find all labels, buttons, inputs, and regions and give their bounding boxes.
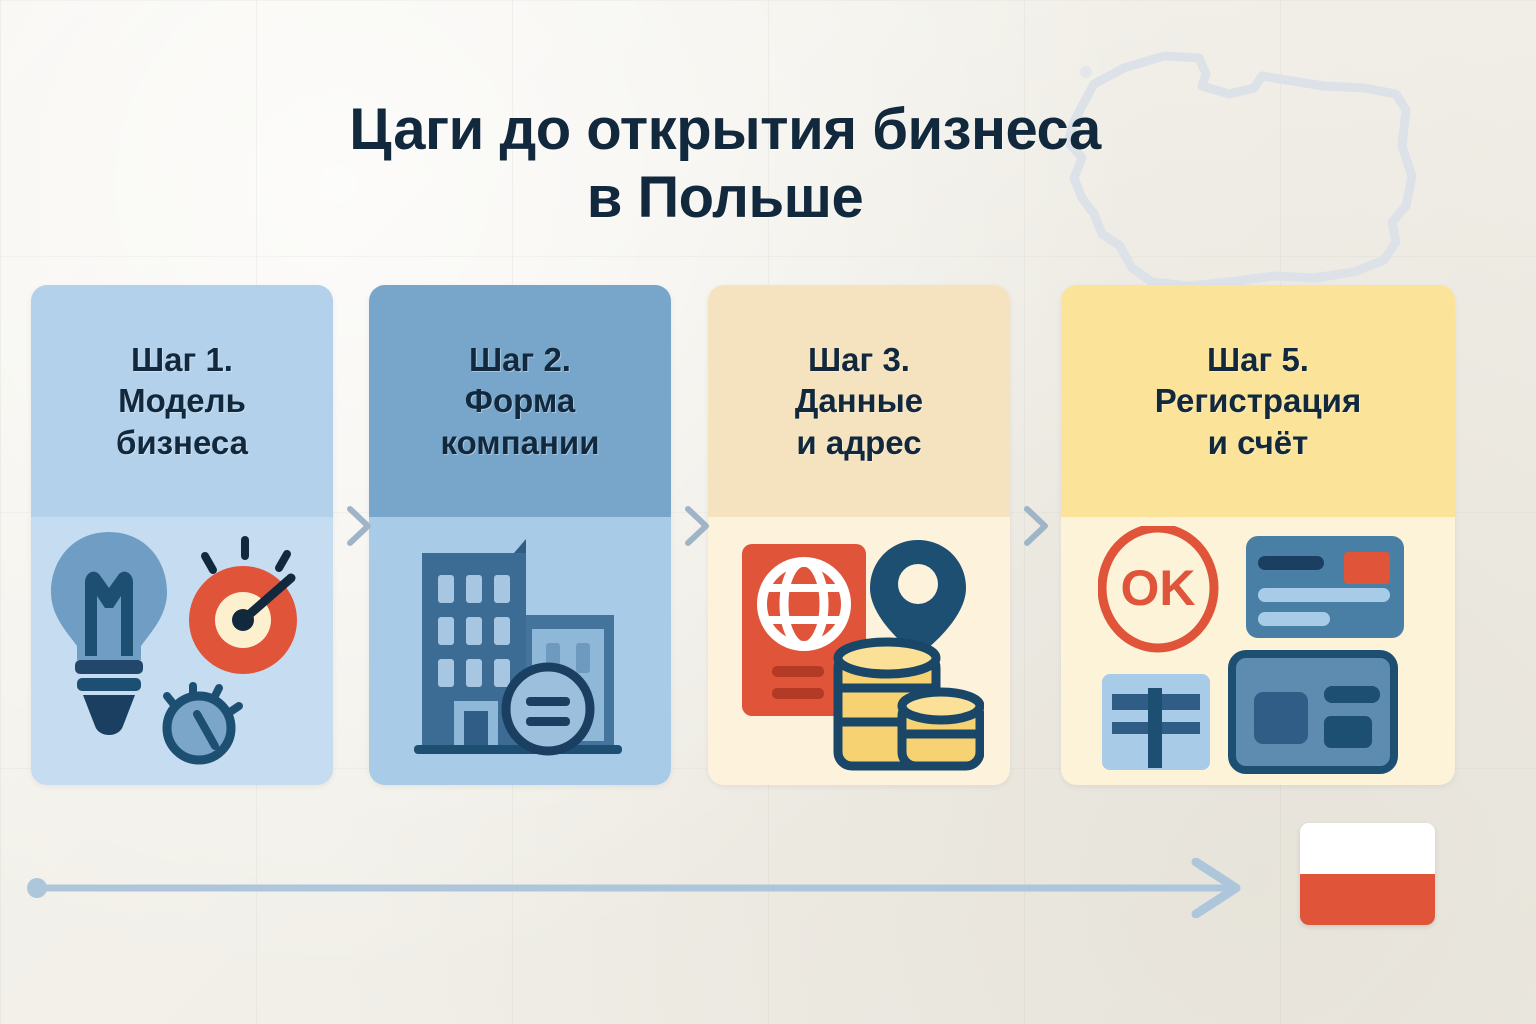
target-gauge-icon [189, 535, 297, 674]
page-title: Цаги до открытия бизнеса в Польше [0, 96, 1450, 233]
flag-stripe-red [1300, 874, 1435, 925]
step-card-3-header: Шаг 3. Данные и адрес [708, 285, 1010, 517]
connector-chevron-1 [347, 506, 371, 546]
step-5-icon-group: OK [1098, 526, 1404, 774]
step-card-2-title: Шаг 2. Форма компании [440, 340, 600, 461]
clock-gear-icon [162, 681, 243, 764]
coin-stack-icon [833, 637, 984, 771]
step-card-3[interactable]: Шаг 3. Данные и адрес [708, 285, 1010, 785]
title-line-2: в Польше [586, 165, 864, 231]
id-card-icon [1228, 650, 1398, 774]
step-card-5-title: Шаг 5. Регистрация и счёт [1154, 340, 1362, 461]
step-card-3-body [708, 517, 1010, 785]
progress-arrow [27, 858, 1241, 918]
steps-row: Шаг 1. Модель бизнеса [0, 285, 1536, 790]
ok-stamp-icon: OK [1098, 526, 1219, 653]
title-line-1: Цаги до открытия бизнеса [349, 97, 1101, 162]
connector-chevron-3 [1024, 506, 1048, 546]
step-card-1[interactable]: Шаг 1. Модель бизнеса [31, 285, 333, 785]
flag-stripe-white [1300, 823, 1435, 874]
step-1-icon-group [51, 531, 297, 764]
step-card-2-header: Шаг 2. Форма компании [369, 285, 671, 517]
poland-flag [1300, 823, 1435, 925]
step-card-2-body [369, 517, 671, 785]
step-card-1-body [31, 517, 333, 785]
svg-text:OK: OK [1121, 560, 1196, 616]
bank-card-icon [1246, 536, 1404, 638]
step-2-icon-group [414, 538, 622, 755]
lightbulb-icon [51, 531, 167, 735]
step-card-3-title: Шаг 3. Данные и адрес [794, 340, 924, 461]
step-card-5-header: Шаг 5. Регистрация и счёт [1061, 285, 1455, 517]
document-badge-icon [501, 662, 595, 755]
step-3-icon-group [742, 540, 984, 771]
bank-building-icon [1102, 674, 1210, 770]
step-card-5[interactable]: Шаг 5. Регистрация и счёт OK [1061, 285, 1455, 785]
step-card-1-header: Шаг 1. Модель бизнеса [31, 285, 333, 517]
step-card-2[interactable]: Шаг 2. Форма компании [369, 285, 671, 785]
connector-chevron-2 [685, 506, 709, 546]
step-card-1-title: Шаг 1. Модель бизнеса [115, 340, 249, 461]
step-card-5-body: OK [1061, 517, 1455, 785]
